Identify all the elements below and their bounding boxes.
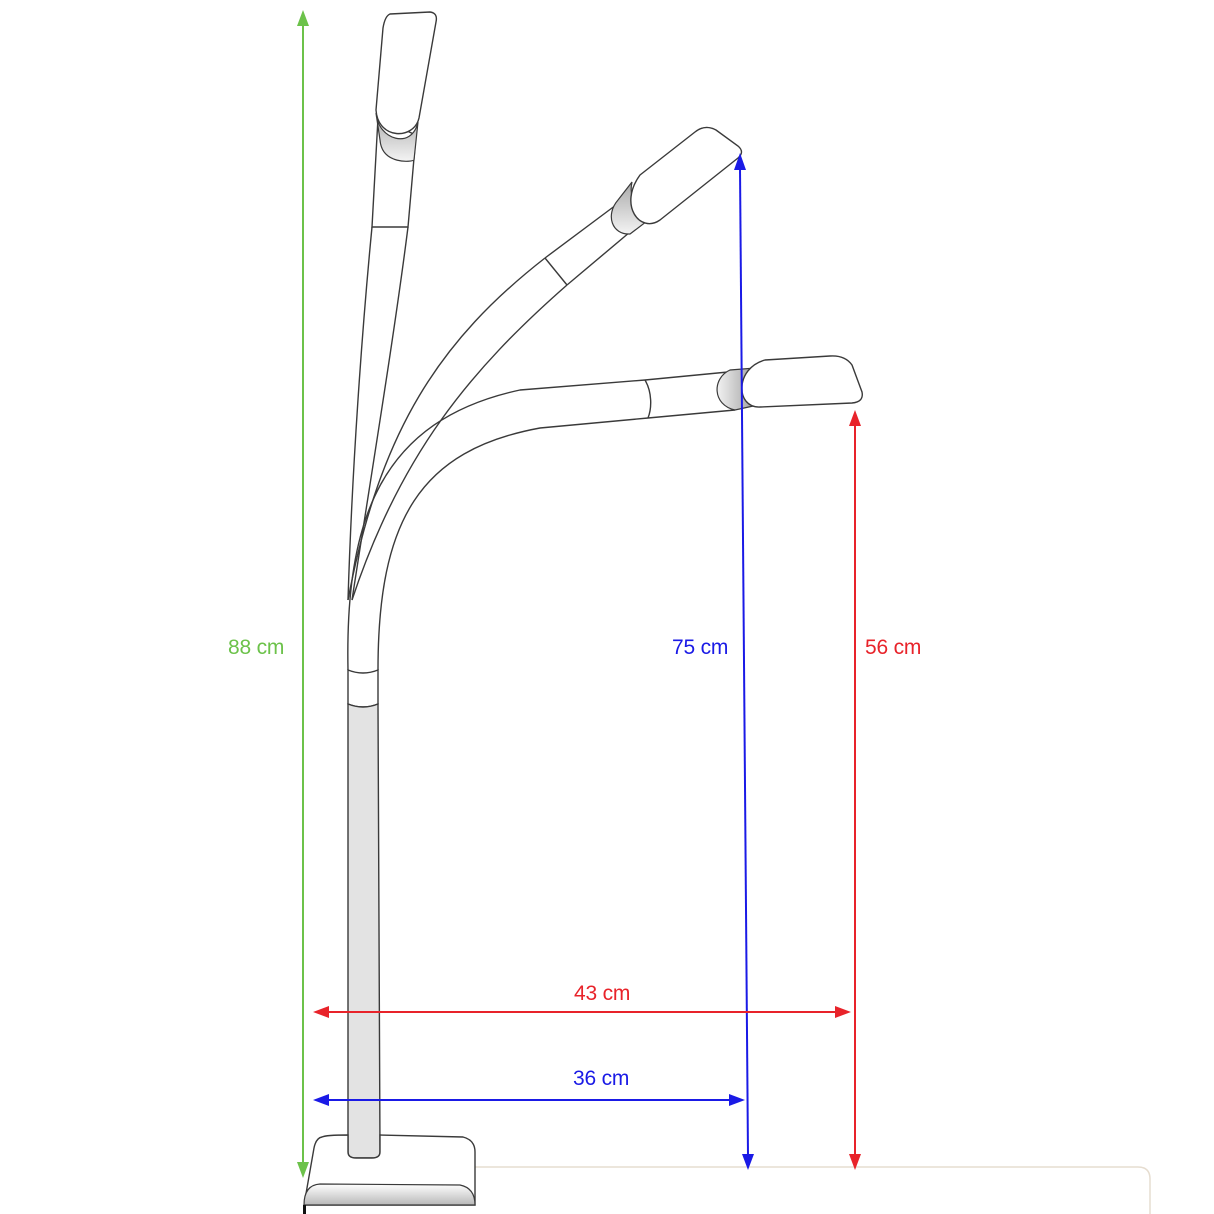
arm-horizontal	[347, 355, 863, 671]
floor-line	[475, 1166, 1151, 1214]
low-height-label: 56 cm	[865, 636, 922, 659]
dimension-low-reach	[313, 1006, 851, 1018]
dimension-total-height	[297, 10, 309, 1178]
dimension-mid-reach	[313, 1094, 745, 1106]
arm-upright	[347, 11, 438, 601]
lamp-base	[303, 1134, 476, 1214]
mid-height-label: 75 cm	[672, 636, 729, 659]
lamp-pole	[347, 668, 381, 1159]
mid-reach-label: 36 cm	[573, 1067, 630, 1090]
dimension-low-height	[849, 410, 861, 1170]
low-reach-label: 43 cm	[574, 982, 631, 1005]
arm-mid	[347, 126, 743, 601]
total-height-label: 88 cm	[228, 636, 285, 659]
dimension-mid-height	[734, 153, 754, 1170]
